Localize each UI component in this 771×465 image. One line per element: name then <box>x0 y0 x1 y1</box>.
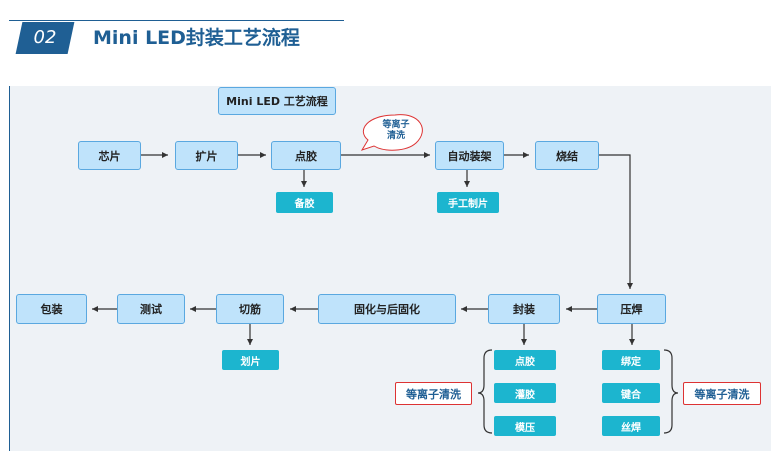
header-rule <box>9 20 344 21</box>
step-test: 测试 <box>117 294 185 324</box>
diagram-title: Mini LED 工艺流程 <box>218 87 336 115</box>
page-header: 02 Mini LED封装工艺流程 <box>0 0 771 66</box>
sub-prep-glue: 备胶 <box>276 192 333 213</box>
sub-scribe: 划片 <box>222 350 279 370</box>
step-bond: 压焊 <box>597 294 666 324</box>
sub-dispense-2: 点胶 <box>494 350 556 370</box>
step-trim: 切筋 <box>216 294 284 324</box>
step-sinter: 烧结 <box>535 141 599 170</box>
brace-right <box>663 349 679 434</box>
callout-line1: 等离子 <box>382 120 410 130</box>
sub-molding: 模压 <box>494 416 556 436</box>
page-title: Mini LED封装工艺流程 <box>93 27 300 49</box>
step-cure: 固化与后固化 <box>318 294 456 324</box>
step-expand: 扩片 <box>175 141 238 170</box>
step-pack: 包装 <box>16 294 87 324</box>
callout-line2: 清洗 <box>386 131 405 141</box>
sub-potting: 灌胶 <box>494 383 556 403</box>
sub-keying: 键合 <box>602 383 660 403</box>
sub-bonding: 绑定 <box>602 350 660 370</box>
step-dispense: 点胶 <box>271 141 341 170</box>
section-number: 02 <box>33 27 57 48</box>
brace-left <box>477 349 493 434</box>
step-package: 封装 <box>488 294 560 324</box>
step-mount: 自动装架 <box>435 141 504 170</box>
sub-wire-weld: 丝焊 <box>602 416 660 436</box>
note-plasma-right: 等离子清洗 <box>683 382 761 405</box>
arrow-sinter-bond <box>599 154 633 289</box>
note-plasma-left: 等离子清洗 <box>395 382 472 405</box>
step-chip: 芯片 <box>78 141 141 170</box>
callout-label: 等离子 清洗 <box>372 120 420 142</box>
sub-manual-die: 手工制片 <box>437 192 499 213</box>
callout-bubble <box>360 114 423 151</box>
